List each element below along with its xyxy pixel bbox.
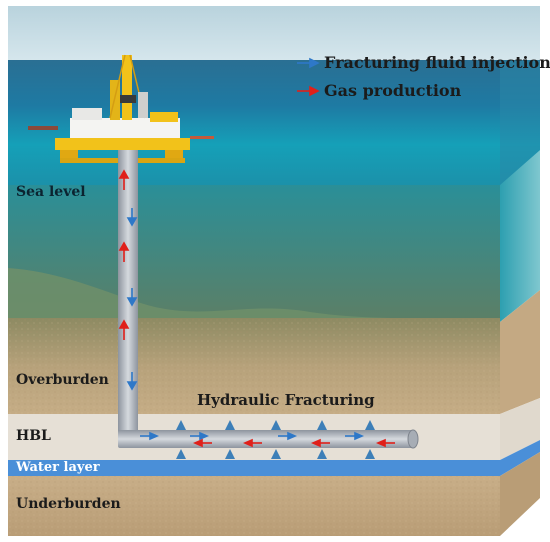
overburden-label: Overburden	[16, 372, 109, 388]
hydraulic-fracturing-label: Hydraulic Fracturing	[197, 391, 375, 409]
fractures	[176, 420, 375, 459]
vertical-injection-arrows	[126, 208, 138, 391]
legend-production-label: Gas production	[324, 81, 462, 100]
water-layer-band	[8, 460, 500, 476]
horizontal-injection-arrows	[140, 431, 365, 441]
hbl-label: HBL	[16, 428, 51, 444]
sky	[8, 6, 540, 66]
side-face-water-layer	[500, 440, 540, 476]
sea-level-label: Sea level	[16, 184, 86, 200]
pipe-end	[407, 429, 419, 449]
underburden-label: Underburden	[16, 496, 121, 512]
wellbore-vertical	[118, 150, 138, 440]
horizontal-production-arrows	[192, 438, 395, 448]
wellbore-horizontal	[118, 430, 414, 448]
legend-injection-label: Fracturing fluid injection	[324, 53, 550, 72]
water-layer-label: Water layer	[16, 460, 100, 475]
side-face-hbl	[500, 398, 540, 460]
side-face-underburden	[500, 452, 540, 536]
side-face-sediment	[500, 290, 540, 414]
legend-production-arrow	[297, 85, 320, 97]
legend-injection-arrow	[297, 57, 320, 69]
vertical-production-arrows	[118, 169, 130, 340]
side-face-water	[500, 150, 540, 322]
top-face-sea	[500, 60, 540, 185]
